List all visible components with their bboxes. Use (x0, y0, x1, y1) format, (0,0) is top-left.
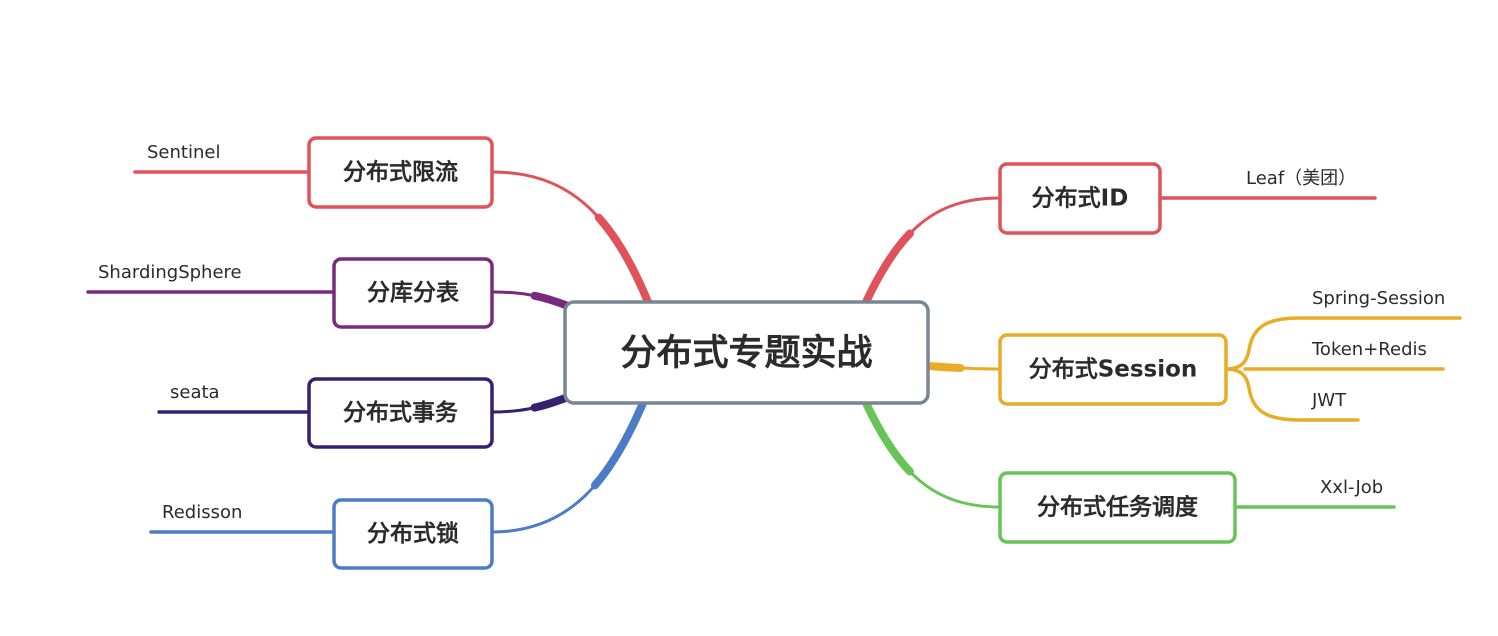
topic-node-label-ratelimit: 分布式限流 (343, 159, 458, 186)
branch-connector-ratelimit (490, 170, 650, 304)
branch-connector-thick-session (924, 362, 1004, 373)
leaf-label-transaction-0: seata (170, 382, 220, 403)
branch-connector-thick-scheduling (862, 399, 1004, 511)
topic-node-label-transaction: 分布式事务 (343, 399, 459, 426)
topic-node-box-transaction (307, 377, 494, 449)
branch-connector-scheduling (864, 401, 1002, 509)
connectors-layer (488, 168, 1004, 536)
branch-connector-id (864, 196, 1002, 304)
center-node: 分布式专题实战 (563, 300, 930, 405)
leaf-connector-curve-session-1 (1224, 367, 1360, 422)
topic-node-label-session: 分布式Session (1029, 356, 1198, 383)
leaf-label-sharding-0: ShardingSphere (98, 262, 242, 283)
center-node-label: 分布式专题实战 (620, 333, 872, 374)
topic-node-session: 分布式Session (998, 333, 1228, 406)
topic-node-sharding: 分库分表 (332, 257, 494, 329)
branch-connector-thick-id (862, 194, 1004, 306)
topic-node-box-ratelimit (307, 136, 494, 209)
leaf-label-session-2: JWT (1311, 390, 1347, 411)
topic-node-box-id (998, 162, 1162, 235)
topic-node-id: 分布式ID (998, 162, 1162, 235)
topic-node-lock: 分布式锁 (332, 498, 494, 570)
leaf-label-session-0: Spring-Session (1312, 288, 1445, 309)
branch-connector-lock (490, 401, 645, 534)
leaf-label-ratelimit-0: Sentinel (147, 142, 220, 163)
leaf-label-session-1: Token+Redis (1311, 339, 1427, 360)
leaf-label-id-0: Leaf（美团） (1246, 168, 1356, 189)
branch-connector-thick-sharding (488, 288, 572, 310)
topic-node-ratelimit: 分布式限流 (307, 136, 494, 209)
topic-node-scheduling: 分布式任务调度 (998, 471, 1237, 544)
topic-node-label-sharding: 分库分表 (367, 280, 460, 306)
topic-node-label-id: 分布式ID (1032, 185, 1129, 212)
leaf-label-scheduling-0: Xxl-Job (1320, 477, 1383, 498)
leaf-label-lock-0: Redisson (162, 502, 242, 523)
branch-connector-thick-lock (488, 399, 647, 536)
topic-node-box-lock (332, 498, 494, 570)
topic-node-box-scheduling (998, 471, 1237, 544)
topic-node-label-lock: 分布式锁 (367, 520, 459, 547)
branch-connector-thick-transaction (488, 393, 572, 416)
topic-node-box-sharding (332, 257, 494, 329)
topic-node-transaction: 分布式事务 (307, 377, 494, 449)
topic-node-label-scheduling: 分布式任务调度 (1037, 494, 1199, 521)
leaf-connector-curve-session-0 (1224, 316, 1462, 371)
branch-connector-thick-ratelimit (488, 168, 652, 306)
center-node-box (563, 300, 930, 405)
topic-node-box-session (998, 333, 1228, 406)
